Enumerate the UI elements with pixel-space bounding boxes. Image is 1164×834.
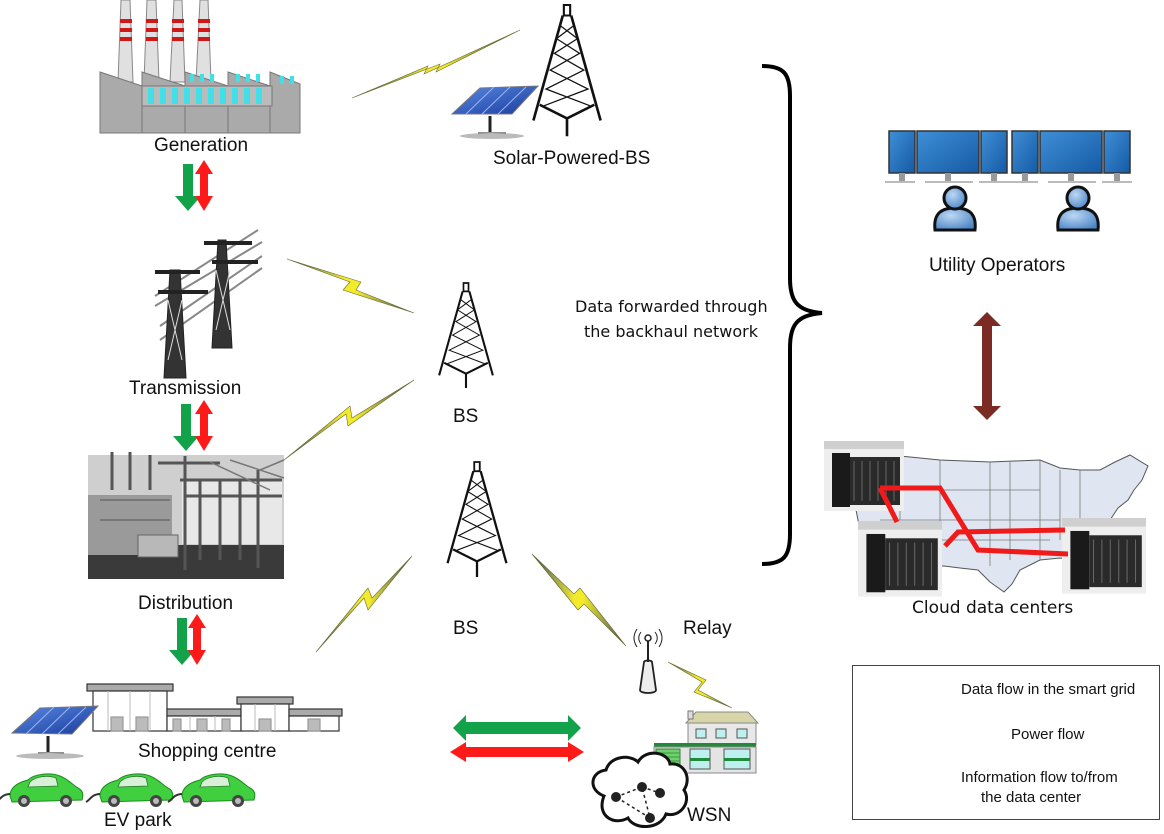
label-wsn: WSN xyxy=(687,805,732,826)
label-bs-lower: BS xyxy=(453,618,479,639)
data-center-links xyxy=(877,485,1069,557)
legend: Data flow in the smart grid Power flow I… xyxy=(852,665,1160,820)
bs-tower-icon xyxy=(446,460,508,579)
data-flow-arrow xyxy=(195,160,213,211)
label-transmission: Transmission xyxy=(129,378,242,399)
power-flow-arrow xyxy=(175,164,201,211)
backhaul-note-line1: Data forwarded through xyxy=(575,297,768,316)
wireless-link-icon xyxy=(531,553,627,647)
wireless-link-icon xyxy=(667,661,733,709)
solar-panel-icon xyxy=(10,705,100,759)
label-shopping-centre: Shopping centre xyxy=(138,741,277,762)
backhaul-brace xyxy=(761,64,823,566)
shopping-centre-icon xyxy=(86,683,343,732)
wireless-link-icon xyxy=(286,258,415,314)
solar-panel-icon xyxy=(450,85,540,139)
ev-car-icon xyxy=(0,772,84,808)
server-room-icon xyxy=(1061,517,1147,595)
wireless-link-icon xyxy=(315,555,413,653)
power-flow-arrow xyxy=(173,404,199,451)
solar-bs-tower-icon xyxy=(532,3,602,138)
power-flow-double-arrow xyxy=(453,715,581,741)
power-flow-arrow xyxy=(169,618,195,665)
transmission-tower-icon xyxy=(154,229,263,379)
wireless-link-icon xyxy=(283,379,415,461)
label-bs-upper: BS xyxy=(453,406,479,427)
legend-label-data-flow: Data flow in the smart grid xyxy=(961,681,1136,698)
label-relay: Relay xyxy=(683,618,732,639)
legend-label-info-flow-line2: the data center xyxy=(981,789,1082,806)
relay-antenna-icon xyxy=(633,628,663,694)
data-flow-arrow xyxy=(188,614,206,665)
house-icon xyxy=(653,710,760,774)
server-room-icon xyxy=(857,520,943,598)
ev-car-icon xyxy=(167,772,256,808)
monitor-icon xyxy=(884,130,1010,183)
wireless-link-icon xyxy=(351,29,521,99)
server-room-icon xyxy=(823,440,905,512)
wsn-cloud-icon xyxy=(591,751,689,828)
backhaul-note-line2: the backhaul network xyxy=(584,322,758,341)
legend-label-info-flow-line1: Information flow to/from xyxy=(961,769,1118,786)
label-ev-park: EV park xyxy=(104,810,172,831)
substation-icon xyxy=(88,452,285,579)
legend-label-power-flow: Power flow xyxy=(1011,726,1085,743)
info-flow-arrow xyxy=(973,312,1001,420)
ev-car-icon xyxy=(85,772,174,808)
bs-tower-icon xyxy=(438,281,494,390)
label-solar-powered-bs: Solar-Powered-BS xyxy=(493,148,651,169)
label-generation: Generation xyxy=(154,135,249,156)
label-distribution: Distribution xyxy=(138,593,234,614)
person-icon xyxy=(1056,185,1100,232)
power-plant-icon xyxy=(99,0,301,134)
monitor-icon xyxy=(1007,130,1133,183)
data-flow-double-arrow xyxy=(450,742,584,762)
person-icon xyxy=(933,185,977,232)
label-cloud-data-centers: Cloud data centers xyxy=(912,598,1074,618)
label-utility-operators: Utility Operators xyxy=(929,255,1066,276)
grid-flow-arrows xyxy=(169,160,213,665)
data-flow-arrow xyxy=(195,400,213,451)
